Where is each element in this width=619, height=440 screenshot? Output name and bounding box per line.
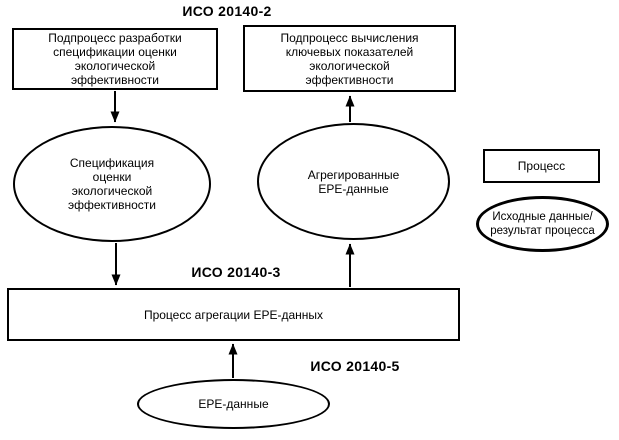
aggregated-epe-data-ellipse: Агрегированные ЕРЕ-данные — [257, 123, 450, 240]
develop-spec-process-box: Подпроцесс разработки спецификации оценк… — [12, 28, 218, 90]
label-iso-20140-5: ИСО 20140-5 — [310, 358, 400, 374]
aggregation-process-box: Процесс агрегации ЕРЕ-данных — [7, 288, 460, 341]
spec-data-ellipse: Спецификация оценки экологической эффект… — [13, 126, 211, 242]
label-iso-20140-2: ИСО 20140-2 — [182, 3, 272, 19]
compute-kpi-process-box: Подпроцесс вычисления ключевых показател… — [243, 25, 456, 92]
label-iso-20140-3: ИСО 20140-3 — [191, 264, 281, 280]
legend-data-ellipse: Исходные данные/ результат процесса — [476, 196, 609, 252]
legend-process-box: Процесс — [483, 149, 600, 183]
epe-data-ellipse: ЕРЕ-данные — [137, 379, 330, 429]
